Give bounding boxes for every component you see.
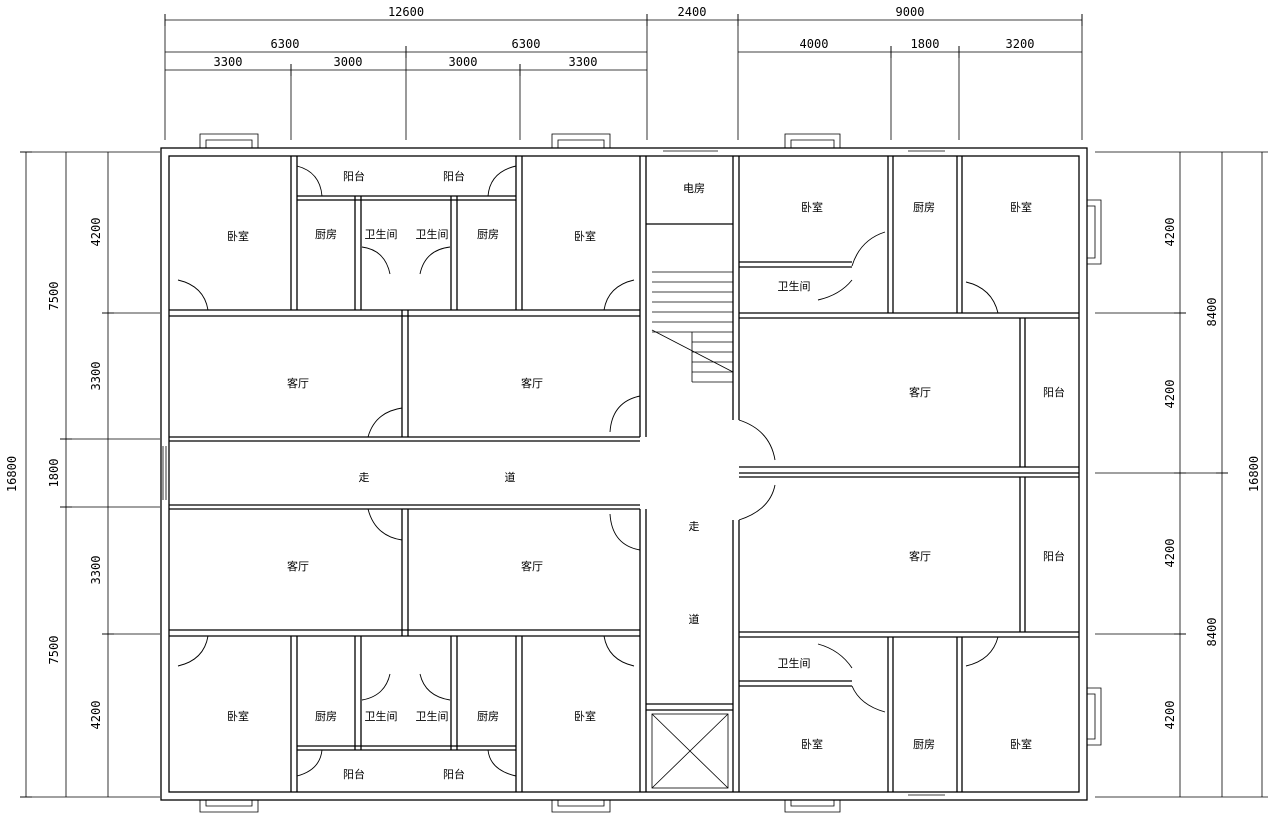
label-corridor-core-a: 走 <box>689 520 700 533</box>
label-kitchen-east-1: 厨房 <box>913 201 935 214</box>
dim-left-mid-2: 1800 <box>47 459 61 488</box>
label-living-lower-2: 客厅 <box>521 559 543 573</box>
dim-left-detail-3: 3300 <box>89 556 103 585</box>
label-bathroom-upper-2: 卫生间 <box>416 227 449 241</box>
label-bathroom-east-2: 卫生间 <box>778 656 811 670</box>
label-bathroom-upper-1: 卫生间 <box>365 227 398 241</box>
dim-right-mid-1: 8400 <box>1205 298 1219 327</box>
dim-top-mid-1: 6300 <box>271 37 300 51</box>
dim-top-mid-2: 6300 <box>512 37 541 51</box>
label-bathroom-east-1: 卫生间 <box>778 279 811 293</box>
label-kitchen-lower-1: 厨房 <box>315 710 337 723</box>
label-elevator-room: 电房 <box>683 182 705 195</box>
dim-top-detail-1: 3300 <box>214 55 243 69</box>
dim-top-overall-2: 2400 <box>678 5 707 19</box>
label-balcony-lower-1: 阳台 <box>343 767 365 781</box>
dim-top-mid-3: 4000 <box>800 37 829 51</box>
staircase <box>651 271 734 383</box>
label-kitchen-lower-2: 厨房 <box>477 710 499 723</box>
top-dimensions <box>164 14 1083 140</box>
label-kitchen-upper-1: 厨房 <box>315 228 337 241</box>
left-dimensions <box>20 151 160 798</box>
dim-top-mid-5: 3200 <box>1006 37 1035 51</box>
dim-top-overall-3: 9000 <box>896 5 925 19</box>
dim-right-detail-2: 4200 <box>1163 380 1177 409</box>
left-dimension-labels: 16800 7500 1800 7500 4200 3300 3300 4200 <box>5 218 103 730</box>
dim-top-overall-1: 12600 <box>388 5 424 19</box>
label-bedroom-east-4: 卧室 <box>1010 737 1032 751</box>
label-bedroom-lower-1: 卧室 <box>227 709 249 723</box>
top-dimension-labels: 12600 2400 9000 6300 6300 4000 1800 3200… <box>214 5 1035 69</box>
label-bathroom-lower-1: 卫生间 <box>365 709 398 723</box>
dim-top-detail-4: 3300 <box>569 55 598 69</box>
right-dimensions <box>1095 151 1268 798</box>
dim-left-mid-1: 7500 <box>47 282 61 311</box>
label-living-east-1: 客厅 <box>909 385 931 399</box>
label-living-east-2: 客厅 <box>909 549 931 563</box>
room-labels: 卧室 厨房 阳台 卫生间 卫生间 阳台 厨房 卧室 客厅 客厅 走 道 走 道 … <box>227 169 1065 781</box>
dim-left-overall: 16800 <box>5 456 19 492</box>
windows <box>162 133 1102 813</box>
label-kitchen-east-2: 厨房 <box>913 738 935 751</box>
dim-right-detail-3: 4200 <box>1163 539 1177 568</box>
label-balcony-upper-2: 阳台 <box>443 169 465 183</box>
label-living-lower-1: 客厅 <box>287 559 309 573</box>
label-bedroom-upper-1: 卧室 <box>227 229 249 243</box>
label-bedroom-east-3: 卧室 <box>801 737 823 751</box>
right-dimension-labels: 16800 8400 8400 4200 4200 4200 4200 <box>1163 218 1261 730</box>
label-bedroom-east-1: 卧室 <box>801 200 823 214</box>
dim-top-mid-4: 1800 <box>911 37 940 51</box>
label-bathroom-lower-2: 卫生间 <box>416 709 449 723</box>
label-corridor-core-b: 道 <box>689 612 700 626</box>
label-balcony-lower-2: 阳台 <box>443 767 465 781</box>
elevator-shaft <box>651 713 729 789</box>
dim-top-detail-2: 3000 <box>334 55 363 69</box>
label-kitchen-upper-2: 厨房 <box>477 228 499 241</box>
label-balcony-east-2: 阳台 <box>1043 549 1065 563</box>
doors <box>177 165 999 777</box>
dim-right-detail-1: 4200 <box>1163 218 1177 247</box>
label-balcony-upper-1: 阳台 <box>343 169 365 183</box>
label-balcony-east-1: 阳台 <box>1043 385 1065 399</box>
dim-right-mid-2: 8400 <box>1205 618 1219 647</box>
label-bedroom-upper-2: 卧室 <box>574 229 596 243</box>
walls <box>160 147 1088 801</box>
label-living-upper-1: 客厅 <box>287 376 309 390</box>
dim-left-detail-4: 4200 <box>89 701 103 730</box>
dim-right-overall: 16800 <box>1247 456 1261 492</box>
dim-left-detail-2: 3300 <box>89 362 103 391</box>
label-living-upper-2: 客厅 <box>521 376 543 390</box>
label-bedroom-lower-2: 卧室 <box>574 709 596 723</box>
dim-left-mid-3: 7500 <box>47 636 61 665</box>
label-corridor-west-a: 走 <box>359 471 370 484</box>
dim-left-detail-1: 4200 <box>89 218 103 247</box>
dim-right-detail-4: 4200 <box>1163 701 1177 730</box>
dim-top-detail-3: 3000 <box>449 55 478 69</box>
label-bedroom-east-2: 卧室 <box>1010 200 1032 214</box>
label-corridor-west-b: 道 <box>505 470 516 484</box>
